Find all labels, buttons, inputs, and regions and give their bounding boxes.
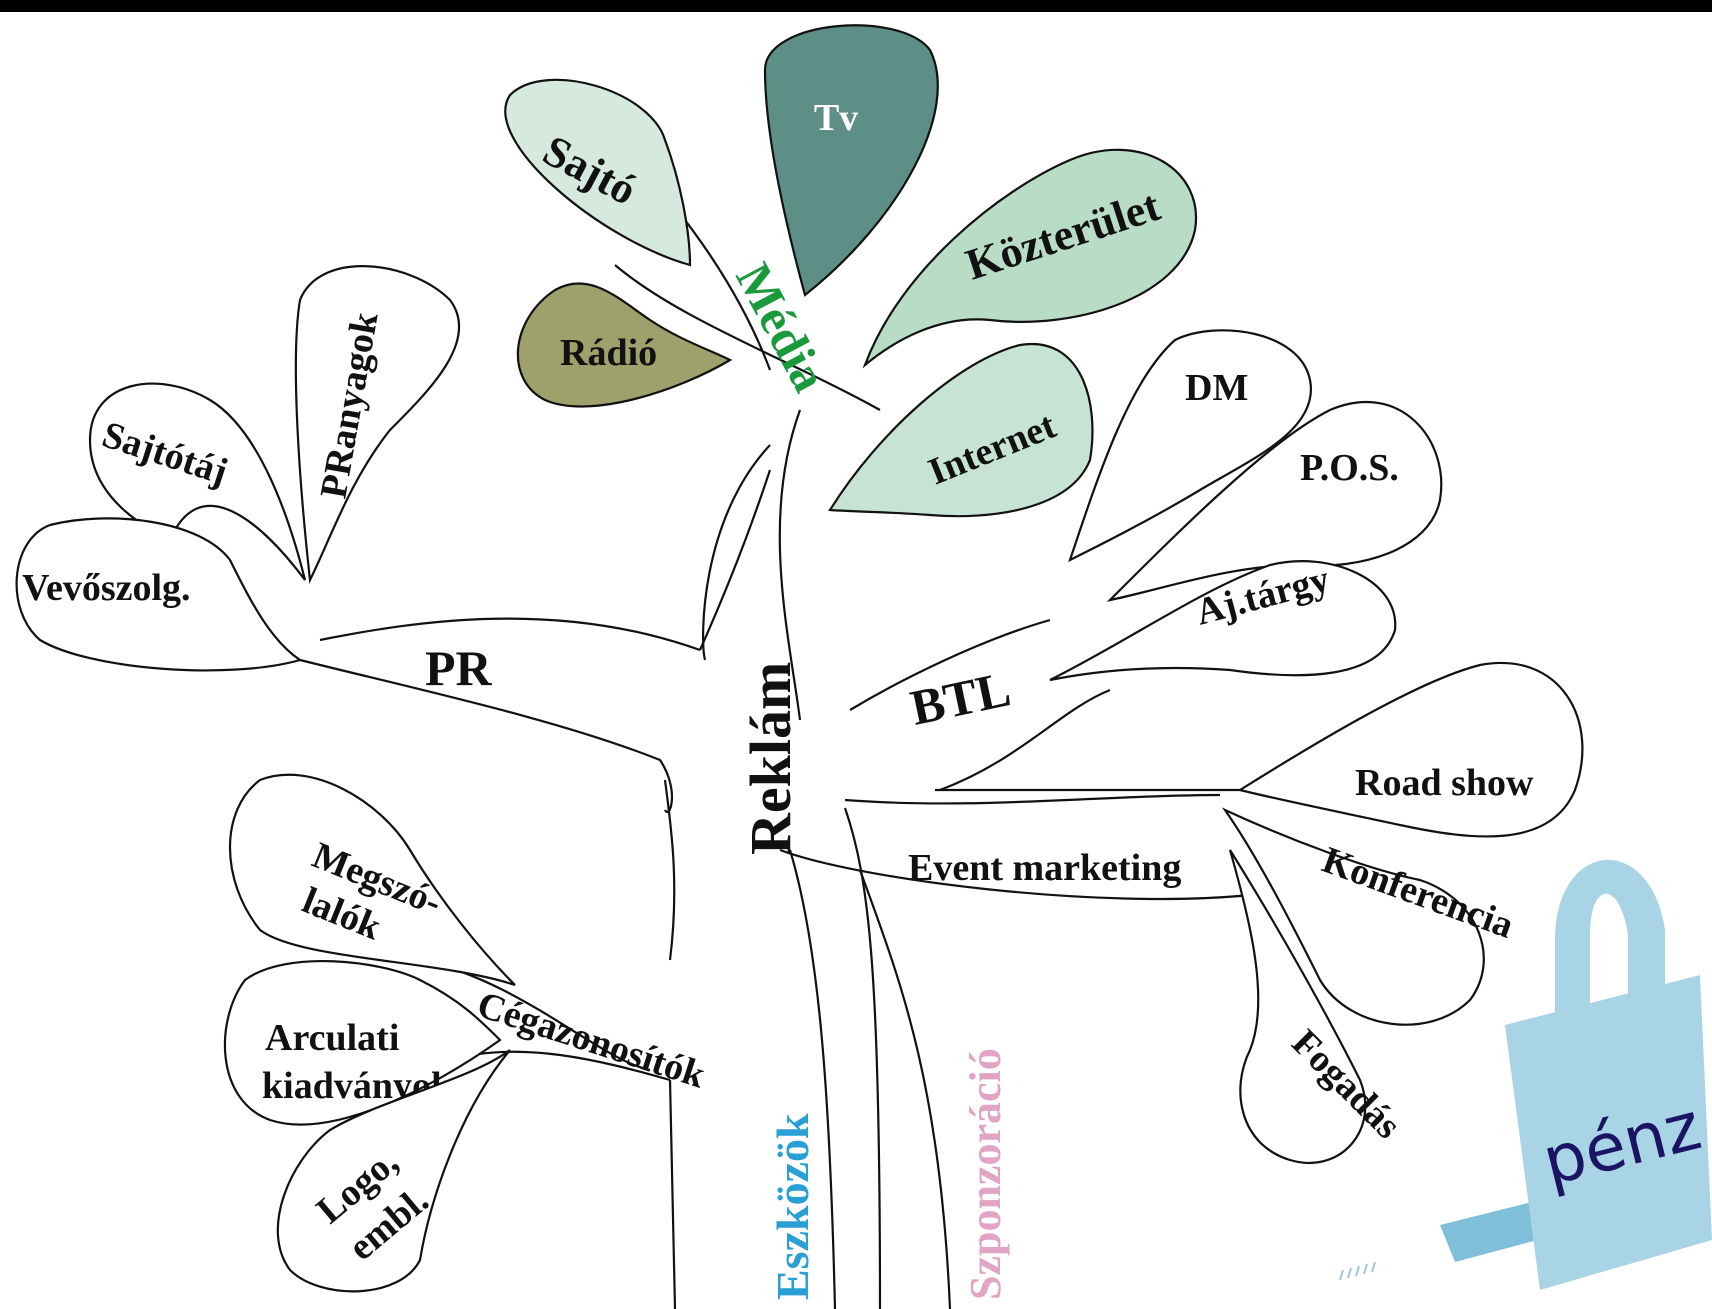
leaf-internet: Internet (828, 342, 1094, 518)
leaf-pr-anyagok: PRanyagok (294, 265, 461, 584)
leaf-logo: Logo, embl. (276, 1049, 511, 1293)
trunk-label: Reklám (738, 662, 803, 855)
branch-szponzoracio-label: Szponzoráció (961, 1048, 1010, 1300)
leaf-tv-label: Tv (814, 97, 858, 139)
branch-event-label: Event marketing (908, 847, 1181, 889)
leaf-vevoszolg-label: Vevőszolg. (22, 567, 191, 609)
branch-pr (299, 469, 772, 961)
leaf-dm-label: DM (1185, 367, 1248, 409)
leaf-ajtargy: Aj.tárgy (1049, 558, 1397, 682)
leaf-roadshow-label: Road show (1355, 762, 1534, 804)
lock-body (1505, 975, 1712, 1290)
leaf-pos-label: P.O.S. (1300, 447, 1399, 489)
branch-btl (849, 618, 1111, 792)
money-lock: pénz (1440, 859, 1712, 1290)
leaf-arculati-line1: Arculati (265, 1017, 399, 1059)
leaf-vevoszolg: Vevőszolg. (15, 517, 303, 672)
branch-pr-label: PR (425, 640, 493, 696)
leaf-megszolalok: Megszó- lalók (228, 773, 516, 987)
leaf-dm: DM (1068, 329, 1313, 563)
decorative-marks (1339, 1261, 1376, 1281)
branch-eszkozok-label: Eszközök (767, 1113, 818, 1300)
leaf-radio: Rádió (516, 282, 733, 408)
leaf-arculati: Arculati kiadványok (223, 960, 502, 1126)
leaf-sajtotaj: Sajtótáj (88, 382, 307, 581)
leaf-pos: P.O.S. (1106, 400, 1443, 602)
leaf-roadshow: Road show (1237, 662, 1584, 838)
lock-shackle (1555, 859, 1665, 1022)
branch-event (779, 788, 1251, 901)
leaf-radio-label: Rádió (560, 332, 657, 374)
leaf-tv: Tv (763, 24, 939, 297)
